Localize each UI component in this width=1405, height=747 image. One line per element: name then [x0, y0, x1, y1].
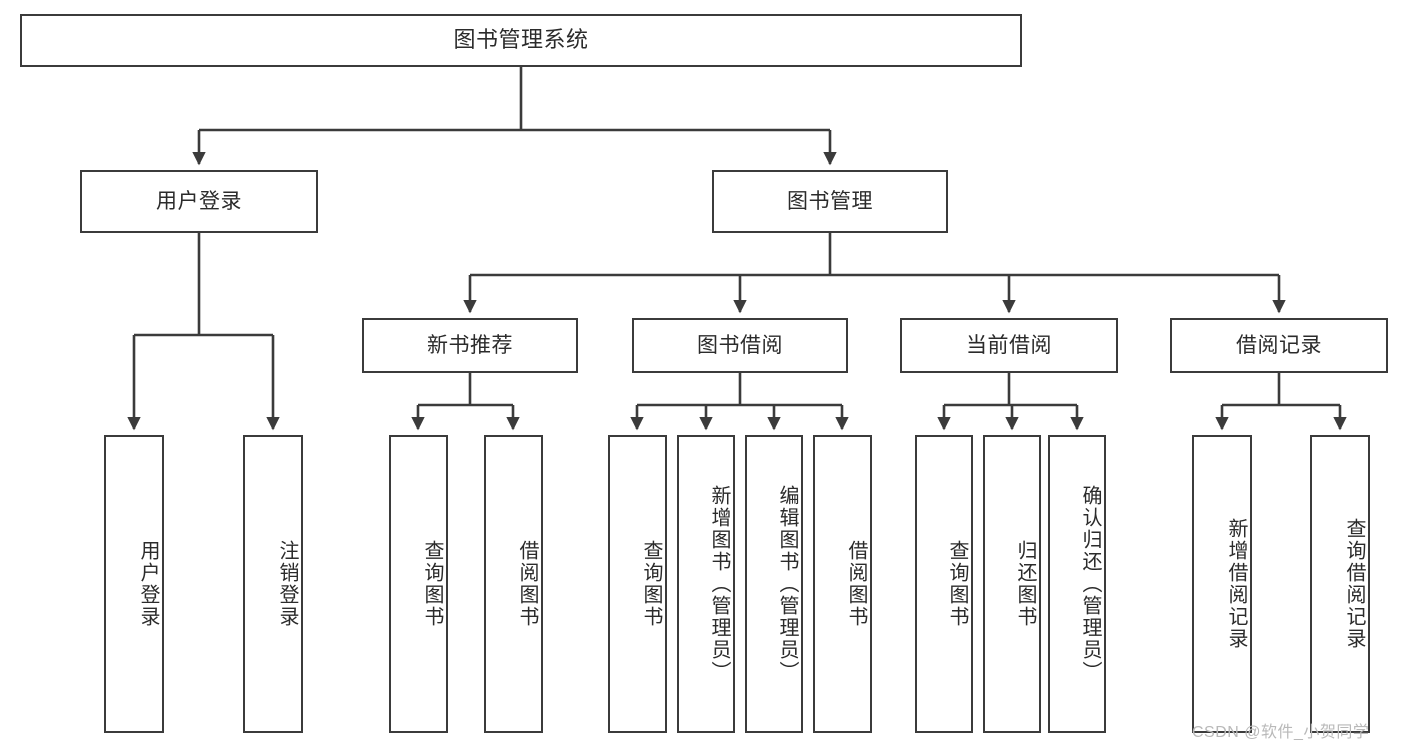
node-label: 新书推荐	[427, 333, 513, 357]
node-borrow-record[interactable]: 借阅记录	[1170, 318, 1388, 373]
node-label: 新增图书（管理员）	[708, 485, 730, 683]
node-leaf-add-record[interactable]: 新增借阅记录	[1192, 435, 1252, 733]
node-book-management[interactable]: 图书管理	[712, 170, 948, 233]
node-leaf-borrow-book-1[interactable]: 借阅图书	[484, 435, 543, 733]
node-label: 查询图书	[421, 540, 443, 628]
node-label: 图书借阅	[697, 333, 783, 357]
node-leaf-add-book[interactable]: 新增图书（管理员）	[677, 435, 735, 733]
node-user-login[interactable]: 用户登录	[80, 170, 318, 233]
node-book-borrow[interactable]: 图书借阅	[632, 318, 848, 373]
node-label: 借阅记录	[1236, 333, 1322, 357]
node-label: 借阅图书	[845, 540, 867, 628]
watermark-credit: CSDN @软件_小贺同学	[1192, 724, 1370, 741]
node-current-borrow[interactable]: 当前借阅	[900, 318, 1118, 373]
node-label: 当前借阅	[966, 333, 1052, 357]
node-label: 注销登录	[276, 540, 298, 628]
node-label: 查询图书	[946, 540, 968, 628]
node-label: 新增借阅记录	[1225, 518, 1247, 650]
node-label: 编辑图书（管理员）	[776, 485, 798, 683]
node-label: 查询借阅记录	[1343, 518, 1365, 650]
node-label: 图书管理	[787, 189, 873, 213]
node-label: 用户登录	[137, 540, 159, 628]
node-leaf-query-book-1[interactable]: 查询图书	[389, 435, 448, 733]
node-leaf-query-book-3[interactable]: 查询图书	[915, 435, 973, 733]
node-leaf-query-book-2[interactable]: 查询图书	[608, 435, 667, 733]
node-leaf-user-login[interactable]: 用户登录	[104, 435, 164, 733]
node-label: 确认归还（管理员）	[1079, 485, 1101, 683]
node-leaf-return-book[interactable]: 归还图书	[983, 435, 1041, 733]
node-label: 查询图书	[640, 540, 662, 628]
node-leaf-borrow-book-2[interactable]: 借阅图书	[813, 435, 872, 733]
node-leaf-user-logout[interactable]: 注销登录	[243, 435, 303, 733]
node-label: 归还图书	[1014, 540, 1036, 628]
node-leaf-confirm-return[interactable]: 确认归还（管理员）	[1048, 435, 1106, 733]
node-new-book-recommend[interactable]: 新书推荐	[362, 318, 578, 373]
node-label: 用户登录	[156, 189, 242, 213]
node-root-book-management-system[interactable]: 图书管理系统	[20, 14, 1022, 67]
node-leaf-edit-book[interactable]: 编辑图书（管理员）	[745, 435, 803, 733]
node-label: 图书管理系统	[453, 27, 589, 53]
node-label: 借阅图书	[516, 540, 538, 628]
node-leaf-query-record[interactable]: 查询借阅记录	[1310, 435, 1370, 733]
